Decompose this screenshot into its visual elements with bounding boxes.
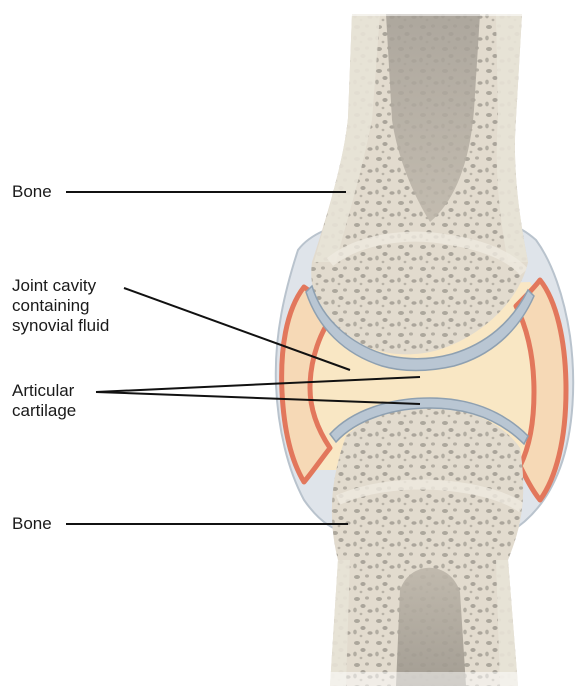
label-articular-cartilage: Articular cartilage (12, 381, 76, 421)
label-joint-cavity: Joint cavity containing synovial fluid (12, 276, 109, 336)
lower-marrow-cavity (396, 568, 466, 686)
label-joint-cavity-line2: containing (12, 296, 109, 316)
label-bone-bottom: Bone (12, 514, 52, 534)
label-bone-top: Bone (12, 182, 52, 202)
lower-bone (320, 398, 540, 686)
label-joint-cavity-line3: synovial fluid (12, 316, 109, 336)
label-articular-cartilage-line1: Articular (12, 381, 76, 401)
label-articular-cartilage-line2: cartilage (12, 401, 76, 421)
label-joint-cavity-line1: Joint cavity (12, 276, 109, 296)
